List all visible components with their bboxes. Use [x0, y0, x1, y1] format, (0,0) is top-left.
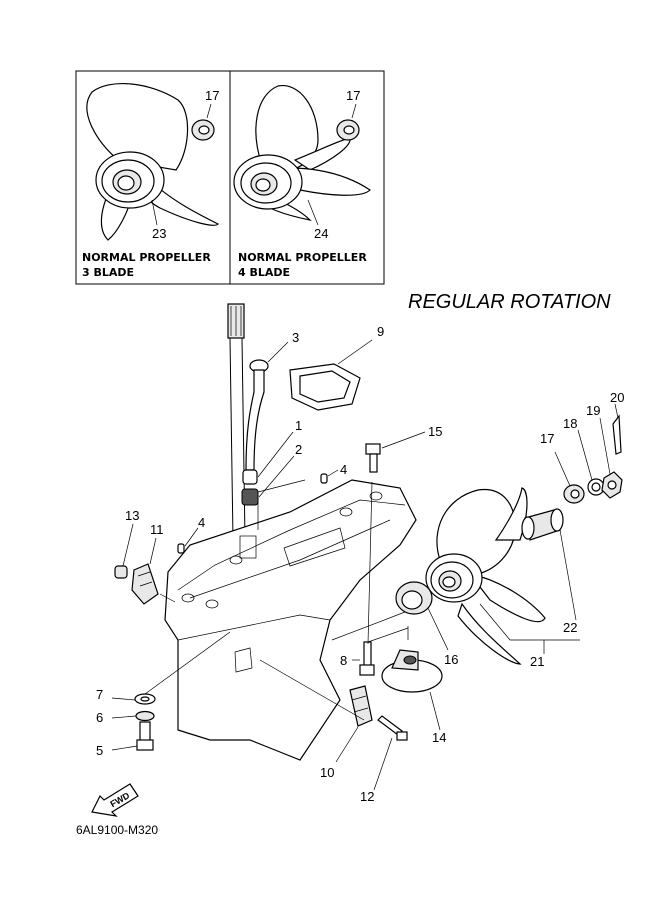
callout-15: 15 — [428, 424, 442, 439]
drawing-code: 6AL9100-M320 — [76, 823, 158, 837]
washer-18 — [577, 429, 605, 496]
anode-11 — [131, 537, 176, 605]
bolt-12 — [373, 715, 408, 791]
bolt-15 — [365, 431, 426, 473]
callout-16: 16 — [444, 652, 458, 667]
nut-13 — [114, 523, 134, 579]
callout-9: 9 — [377, 324, 384, 339]
callout-18: 18 — [563, 416, 577, 431]
inset-box-4-blade: 17 24 NORMAL PROPELLER 4 BLADE — [229, 70, 385, 285]
callout-21: 21 — [530, 654, 544, 669]
callout-13: 13 — [125, 508, 139, 523]
callout-19: 19 — [586, 403, 600, 418]
callout-11: 11 — [150, 522, 164, 537]
washer-6 — [111, 710, 155, 722]
gasket-9 — [289, 339, 373, 411]
callout-24: 24 — [314, 226, 328, 241]
spacer-17-c — [554, 451, 585, 504]
callout-4: 4 — [340, 462, 347, 477]
grommet-1 — [242, 431, 294, 485]
callout-3: 3 — [292, 330, 299, 345]
inset-3-blade-line2: 3 BLADE — [82, 266, 134, 279]
callout-17: 17 — [346, 88, 360, 103]
propeller-4-blade-drawing — [233, 85, 371, 221]
spacer-22 — [521, 508, 577, 621]
seal-16 — [395, 581, 449, 651]
callout-23: 23 — [152, 226, 166, 241]
callout-8: 8 — [340, 653, 347, 668]
main-propeller — [425, 487, 546, 665]
diagram-title: REGULAR ROTATION — [408, 291, 611, 313]
dowel-pin-4-b — [177, 527, 199, 554]
spacer-17-a — [191, 103, 215, 141]
callout-7: 7 — [96, 687, 103, 702]
inset-box-3-blade: 17 23 NORMAL PROPELLER 3 BLADE — [75, 70, 231, 285]
inset-4-blade-line2: 4 BLADE — [238, 266, 290, 279]
callout-5: 5 — [96, 743, 103, 758]
callout-12: 12 — [360, 789, 374, 804]
leader-21 — [479, 603, 580, 654]
bolt-5 — [111, 721, 154, 751]
water-tube-3 — [245, 341, 289, 471]
propeller-3-blade-drawing — [86, 82, 220, 241]
inset-4-blade-line1: NORMAL PROPELLER — [238, 251, 367, 264]
cover-14 — [381, 626, 443, 731]
callout-1: 1 — [295, 418, 302, 433]
callout-2: 2 — [295, 442, 302, 457]
lower-casing — [164, 479, 417, 761]
spacer-17-b — [336, 103, 360, 141]
fwd-arrow-icon: FWD — [91, 783, 139, 817]
callout-4: 4 — [198, 515, 205, 530]
callout-22: 22 — [563, 620, 577, 635]
drive-shaft — [227, 303, 246, 541]
dowel-pin-4-a — [320, 469, 339, 484]
callout-6: 6 — [96, 710, 103, 725]
callout-20: 20 — [610, 390, 624, 405]
callout-14: 14 — [432, 730, 446, 745]
washer-7 — [111, 693, 156, 705]
callout-10: 10 — [320, 765, 334, 780]
bolt-8 — [352, 481, 409, 676]
anode-10 — [259, 659, 373, 763]
cotter-pin-20 — [612, 403, 622, 455]
callout-17: 17 — [540, 431, 554, 446]
inset-3-blade-line1: NORMAL PROPELLER — [82, 251, 211, 264]
nut-19 — [599, 417, 623, 499]
callout-17: 17 — [205, 88, 219, 103]
